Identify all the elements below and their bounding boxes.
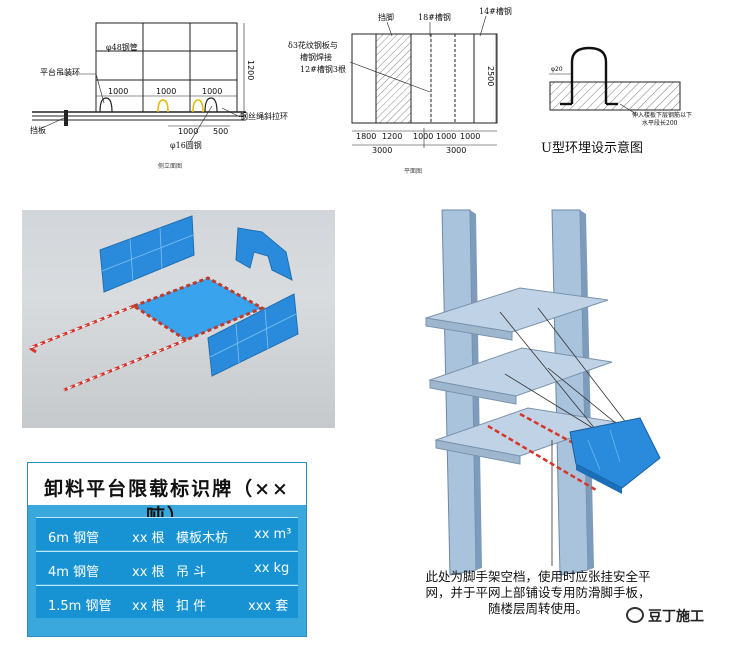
label-rod: φ16圆钢 <box>170 141 202 150</box>
sign-row: 4m 钢管 xx 根 吊 斗 xx kg <box>36 551 298 584</box>
sign-header <box>28 463 306 505</box>
dim-1000: 1000 <box>178 127 199 136</box>
sign-cell: xx 根 <box>132 531 165 546</box>
dim-1200: 1200 <box>382 132 403 141</box>
dim-1800: 1800 <box>356 132 377 141</box>
dim-1000: 1000 <box>156 87 177 96</box>
label-channel-18: 18#槽钢 <box>418 13 451 22</box>
label-ring-note-1: 伸入楼板下层钢筋以下 <box>632 112 693 119</box>
dim-3000: 3000 <box>372 146 393 155</box>
label-plate-1: δ3花纹钢板与 <box>288 41 338 50</box>
label-ring-note-2: 水平段长200 <box>642 120 678 127</box>
label-pipe: φ48钢管 <box>106 43 138 52</box>
caption-plan: 平面图 <box>404 168 423 175</box>
sign-row: 1.5m 钢管 xx 根 扣 件 xxx 套 <box>36 585 298 618</box>
watermark-text: 豆丁施工 <box>648 609 704 625</box>
label-wire-ring: 钢丝绳斜拉环 <box>240 112 288 121</box>
label-toe-board: 挡脚 <box>378 13 394 22</box>
chat-icon <box>626 607 644 623</box>
label-channel-14: 14#槽钢 <box>479 7 512 16</box>
scaffold-note: 此处为脚手架空档，使用时应张挂安全平网，并于平网上部铺设专用防滑脚手板，随楼层周… <box>425 569 651 616</box>
dim-1000: 1000 <box>436 132 457 141</box>
label-hoist-ring: 平台吊装环 <box>40 68 80 77</box>
dim-1200: 1200 <box>246 60 255 81</box>
load-limit-sign: 卸料平台限载标识牌（××吨） 6m 钢管 xx 根 模板木枋 xx m³ 4m … <box>27 462 307 637</box>
watermark: 豆丁施工 <box>626 606 704 626</box>
sign-cell: 扣 件 <box>176 599 207 614</box>
label-plate-2: 槽钢焊接 <box>300 53 332 62</box>
caption-u-ring: U型环埋设示意图 <box>541 141 643 156</box>
label-plate-3: 12#槽钢3根 <box>300 65 346 74</box>
label-board: 挡板 <box>30 126 46 135</box>
sign-cell: 1.5m 钢管 <box>48 599 112 614</box>
sign-cell: xxx 套 <box>248 599 289 614</box>
dim-2500: 2500 <box>486 66 495 87</box>
sign-row: 6m 钢管 xx 根 模板木枋 xx m³ <box>36 517 298 550</box>
caption-side: 侧立面图 <box>158 163 183 170</box>
dim-1000: 1000 <box>202 87 223 96</box>
plan-view-svg <box>349 15 498 148</box>
u-ring-svg <box>549 46 681 115</box>
render-svg <box>29 215 299 392</box>
dim-3000: 3000 <box>446 146 467 155</box>
sign-cell: xx kg <box>254 561 290 576</box>
sign-cell: 6m 钢管 <box>48 531 100 546</box>
dim-1000: 1000 <box>413 132 434 141</box>
dim-1000: 1000 <box>460 132 481 141</box>
platform-3d-render <box>22 210 335 428</box>
sign-cell: 4m 钢管 <box>48 565 100 580</box>
sign-cell: xx m³ <box>254 527 292 542</box>
sign-cell: xx 根 <box>132 565 165 580</box>
label-ring-diameter: φ20 <box>551 66 563 73</box>
sign-cell: 吊 斗 <box>176 565 207 580</box>
sign-cell: 模板木枋 <box>176 531 229 546</box>
dim-1000: 1000 <box>108 87 129 96</box>
dim-500: 500 <box>213 127 229 136</box>
sign-cell: xx 根 <box>132 599 165 614</box>
side-elevation-svg <box>32 22 246 143</box>
